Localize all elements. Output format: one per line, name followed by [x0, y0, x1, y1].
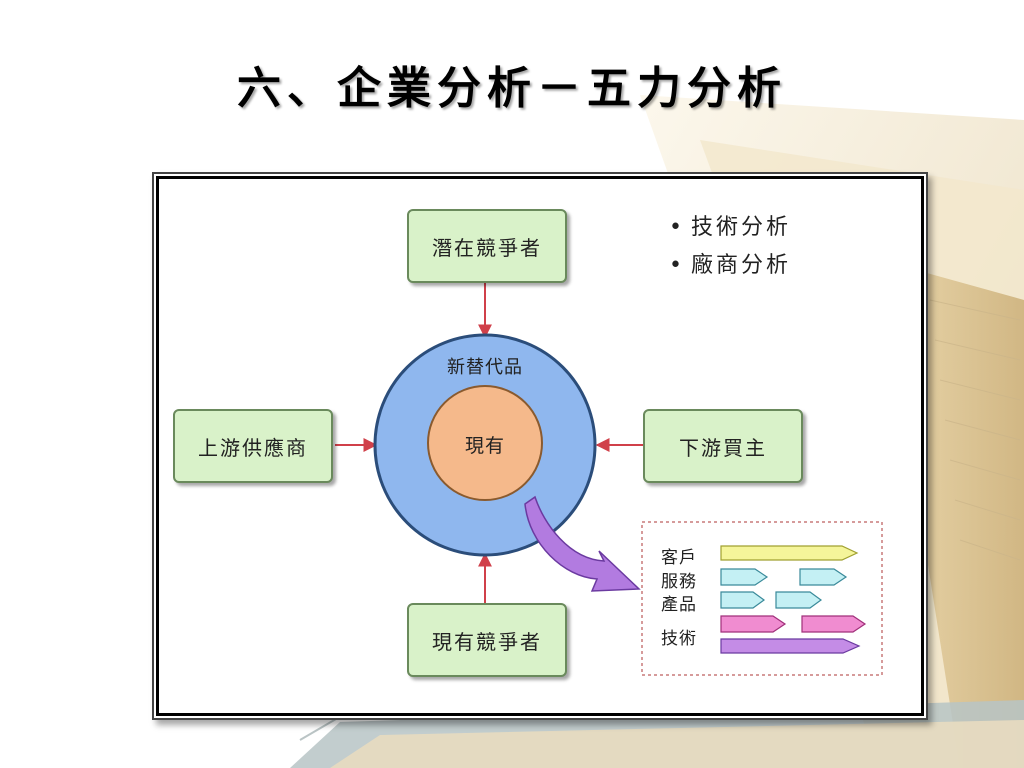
- legend-label-service: 服務: [661, 572, 697, 592]
- bullet-list: 技術分析 廠商分析: [669, 209, 791, 285]
- legend-bar-tech-pink-2: [801, 615, 867, 633]
- box-potential-competitors: 潛在競爭者: [407, 209, 567, 283]
- box-existing-competitors: 現有競爭者: [407, 603, 567, 677]
- legend-bar-product-1: [720, 591, 766, 609]
- box-upstream-suppliers: 上游供應商: [173, 409, 333, 483]
- inner-circle-label: 現有: [464, 435, 505, 457]
- page-title: 六、企業分析－五力分析: [237, 63, 787, 114]
- legend-label-product: 產品: [661, 595, 697, 615]
- swoosh-arrow: [524, 495, 641, 592]
- legend-bar-tech-purple: [720, 638, 861, 654]
- outer-circle-label: 新替代品: [447, 357, 523, 378]
- legend-label-tech: 技術: [661, 629, 697, 649]
- inner-circle: [427, 385, 543, 501]
- diagram-frame: 潛在競爭者 上游供應商 下游買主 現有競爭者 新替代品 現有 技術分析 廠商分析…: [156, 176, 924, 716]
- legend-bar-product-2: [775, 591, 823, 609]
- legend-bar-service-2: [799, 568, 848, 586]
- legend-label-customer: 客戶: [661, 548, 697, 568]
- bullet-item: 廠商分析: [669, 247, 791, 285]
- legend-bar-customer: [720, 545, 859, 561]
- legend-bar-service-1: [720, 568, 769, 586]
- box-downstream-buyers: 下游買主: [643, 409, 803, 483]
- legend-bar-tech-pink-1: [720, 615, 787, 633]
- bullet-item: 技術分析: [669, 209, 791, 247]
- diagram-graphics: [335, 283, 883, 676]
